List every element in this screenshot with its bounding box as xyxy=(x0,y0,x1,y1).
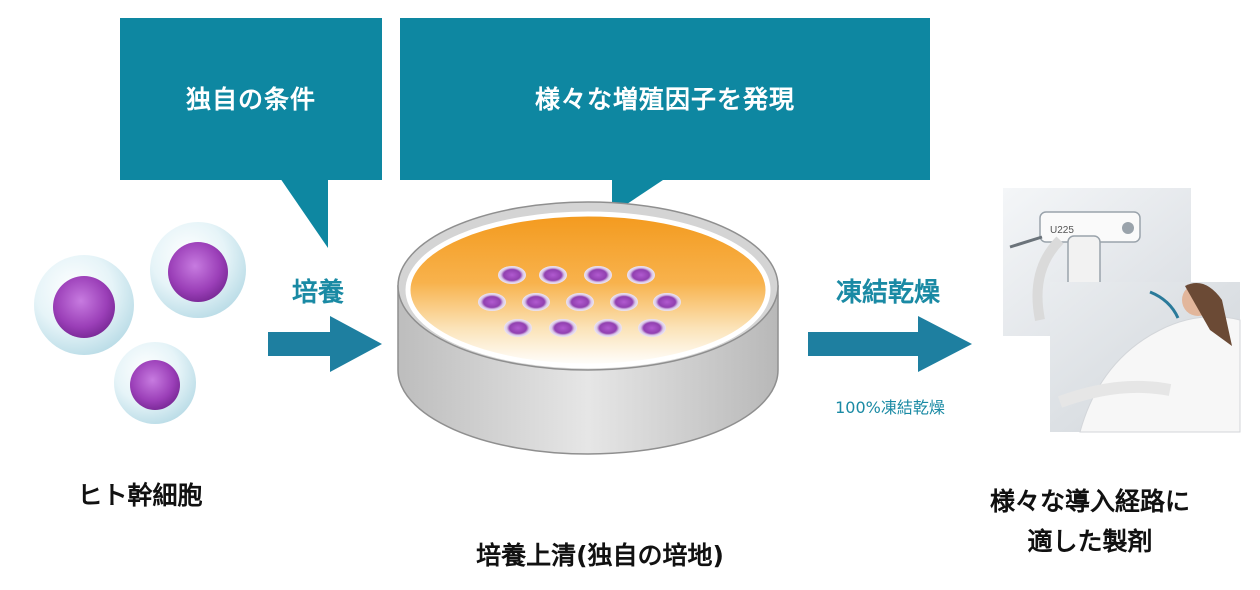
stem-cells-caption: ヒト幹細胞 xyxy=(77,481,203,510)
freeze-dry-step-label: 凍結乾燥 xyxy=(835,278,940,308)
cultured-cells xyxy=(478,266,681,337)
arrow-right-icon xyxy=(268,316,382,372)
callout-growth-factors-text: 様々な増殖因子を発現 xyxy=(534,85,795,114)
device-label: U225 xyxy=(1050,225,1074,236)
stem-cell xyxy=(34,255,134,355)
callout-bubble-conditions xyxy=(120,18,382,248)
product-caption: 様々な導入経路に 適した製剤 xyxy=(940,482,1240,562)
product-caption-line-1: 様々な導入経路に xyxy=(989,487,1190,516)
stem-cell xyxy=(114,342,196,424)
product-caption-line-2: 適した製剤 xyxy=(1027,527,1153,556)
petri-dish-illustration xyxy=(397,201,779,455)
stem-cell xyxy=(150,222,246,318)
arrow-right-icon xyxy=(808,316,972,372)
freeze-dry-note: 100%凍結乾燥 xyxy=(835,398,945,417)
callout-conditions-text: 独自の条件 xyxy=(185,85,316,114)
treatment-photo xyxy=(1050,282,1241,433)
supernatant-caption: 培養上清(独自の培地) xyxy=(476,541,724,570)
stem-cells-illustration xyxy=(34,222,246,424)
callout-bubble-growth-factors xyxy=(400,18,930,214)
culture-step-label: 培養 xyxy=(291,278,344,308)
